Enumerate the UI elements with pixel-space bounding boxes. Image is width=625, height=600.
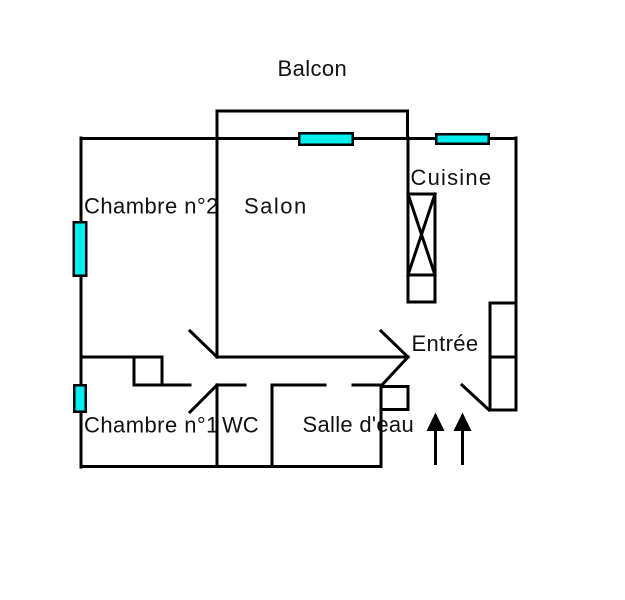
svg-text:WC: WC	[222, 413, 259, 438]
svg-text:Salle d'eau: Salle d'eau	[303, 412, 414, 437]
svg-text:Cuisine: Cuisine	[411, 165, 493, 190]
svg-text:Salon: Salon	[244, 194, 308, 219]
svg-text:Entrée: Entrée	[412, 331, 479, 356]
svg-text:Balcon: Balcon	[278, 56, 348, 81]
svg-text:Chambre n°2: Chambre n°2	[84, 194, 219, 219]
svg-text:Chambre n°1: Chambre n°1	[84, 413, 219, 438]
